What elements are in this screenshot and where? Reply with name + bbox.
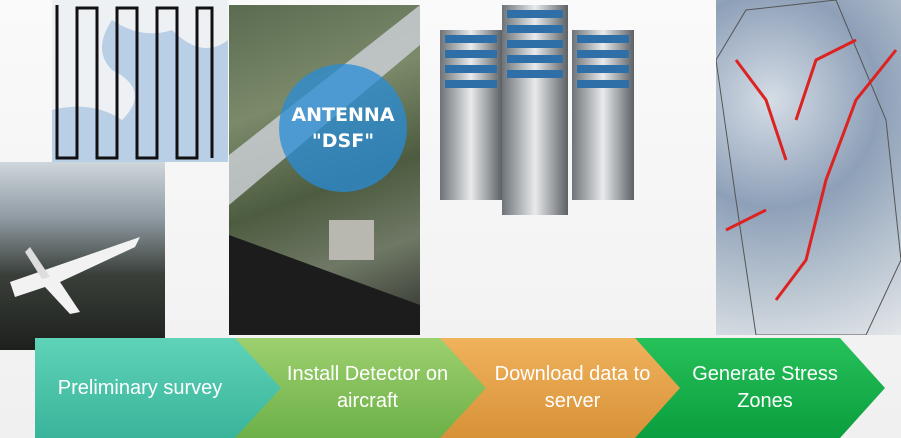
- antenna-label: ANTENNA: [291, 104, 395, 126]
- aircraft-photo: [0, 162, 165, 350]
- step-preliminary-survey: Preliminary survey: [35, 338, 285, 438]
- antenna-model-label: "DSF": [311, 130, 375, 152]
- stress-lines: [716, 0, 901, 335]
- stress-zones-map: [716, 0, 901, 335]
- server-icon: [440, 5, 634, 215]
- flight-path-lines: [52, 5, 228, 162]
- step-label: Download data to server: [494, 363, 651, 412]
- antenna-dsf-callout: ANTENNA "DSF": [279, 64, 407, 192]
- step-label: Generate Stress Zones: [692, 363, 838, 412]
- servers-image: [440, 5, 690, 215]
- step-label: Install Detector on aircraft: [286, 363, 449, 412]
- survey-flight-path-map: [52, 0, 228, 162]
- step-label: Preliminary survey: [57, 376, 223, 399]
- airplane-icon: [10, 237, 140, 314]
